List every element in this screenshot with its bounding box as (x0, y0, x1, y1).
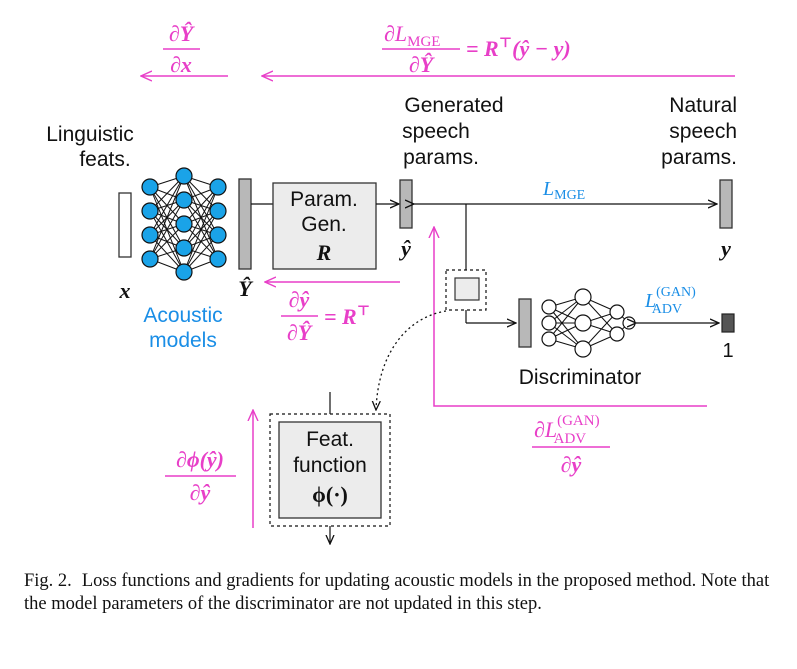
gradient-dLmge-dY: ∂LMGE ∂Ŷ = R⊤(ŷ − y) (382, 21, 571, 77)
grad-dLadv-num: ∂L(GAN)ADV (534, 413, 600, 447)
linguistic-label-1: Linguistic (46, 123, 134, 146)
grad-dphi-numerator: ∂ϕ(ŷ) (176, 447, 224, 472)
grad-dLmge-rhs: = R⊤(ŷ − y) (466, 36, 571, 61)
Y-hat-bar (238, 178, 252, 270)
figure-caption: Fig. 2.Loss functions and gradients for … (24, 570, 776, 616)
L-adv-label: L(GAN)ADV (644, 285, 696, 317)
acoustic-label-2: models (149, 329, 217, 352)
grad-dphi-denominator: ∂ŷ (190, 480, 211, 505)
grad-dLmge-num: ∂LMGE (384, 21, 440, 50)
discriminator-label: Discriminator (519, 366, 642, 389)
gradient-dY-dx: ∂Ŷ ∂x (163, 21, 200, 77)
feat-function-dashed-box (269, 413, 391, 527)
generated-label-1: Generated (404, 94, 503, 117)
grad-dYdx-denominator: ∂x (170, 52, 192, 77)
Y-hat-variable: Ŷ (238, 276, 254, 301)
y-hat-variable: ŷ (398, 236, 411, 261)
param-gen-box (272, 182, 377, 270)
param-gen-R: R (316, 240, 332, 265)
grad-dLadv-arrow (434, 227, 707, 407)
natural-label-3: params. (661, 146, 737, 169)
param-gen-label-2: Gen. (301, 213, 347, 236)
real-label-bar (721, 313, 735, 333)
L-mge-label: LMGE (542, 178, 585, 203)
caption-label: Fig. 2. (24, 571, 72, 591)
diagram-canvas: ∂Ŷ ∂x ∂LMGE ∂Ŷ = R⊤(ŷ − y) Linguistic fe… (46, 21, 737, 560)
grad-dydY-rhs: = R⊤ (324, 304, 370, 329)
grad-dLadv-denominator: ∂ŷ (561, 452, 582, 477)
grad-dYdx-numerator: ∂Ŷ (169, 21, 196, 46)
grad-dLmge-denominator: ∂Ŷ (409, 52, 436, 77)
disc-input-bar (518, 298, 532, 348)
generated-label-3: params. (403, 146, 479, 169)
feat-label-1: Feat. (306, 428, 354, 451)
feat-function-box (278, 421, 382, 519)
y-hat-bar (399, 179, 413, 229)
x-variable: x (119, 278, 131, 303)
grad-dydY-numerator: ∂ŷ (289, 287, 310, 312)
acoustic-model-network (141, 167, 227, 281)
feat-label-3: ϕ(·) (312, 482, 348, 507)
natural-label-1: Natural (669, 94, 737, 117)
acoustic-label-1: Acoustic (143, 304, 222, 327)
feat-label-2: function (293, 454, 367, 477)
gradient-dphi-dy: ∂ϕ(ŷ) ∂ŷ (165, 447, 236, 505)
input-feature-bar (118, 192, 132, 258)
caption-text: Loss functions and gradients for updatin… (24, 571, 770, 614)
param-gen-label-1: Param. (290, 188, 358, 211)
one-label: 1 (722, 340, 733, 362)
y-variable: y (718, 236, 731, 261)
discriminator-network (541, 288, 636, 358)
zoom-dotted-arrow (376, 310, 447, 410)
y-bar (719, 179, 733, 229)
grad-dydY-denominator: ∂Ŷ (287, 320, 314, 345)
natural-label-2: speech (669, 120, 737, 143)
feat-selector-box (454, 277, 480, 301)
generated-label-2: speech (402, 120, 470, 143)
linguistic-label-2: feats. (79, 148, 130, 171)
gradient-dy-dY: ∂ŷ ∂Ŷ = R⊤ (281, 287, 370, 345)
gradient-dLadv-dy: ∂L(GAN)ADV ∂ŷ (532, 413, 610, 477)
feat-selector-dashed-box (445, 269, 487, 311)
